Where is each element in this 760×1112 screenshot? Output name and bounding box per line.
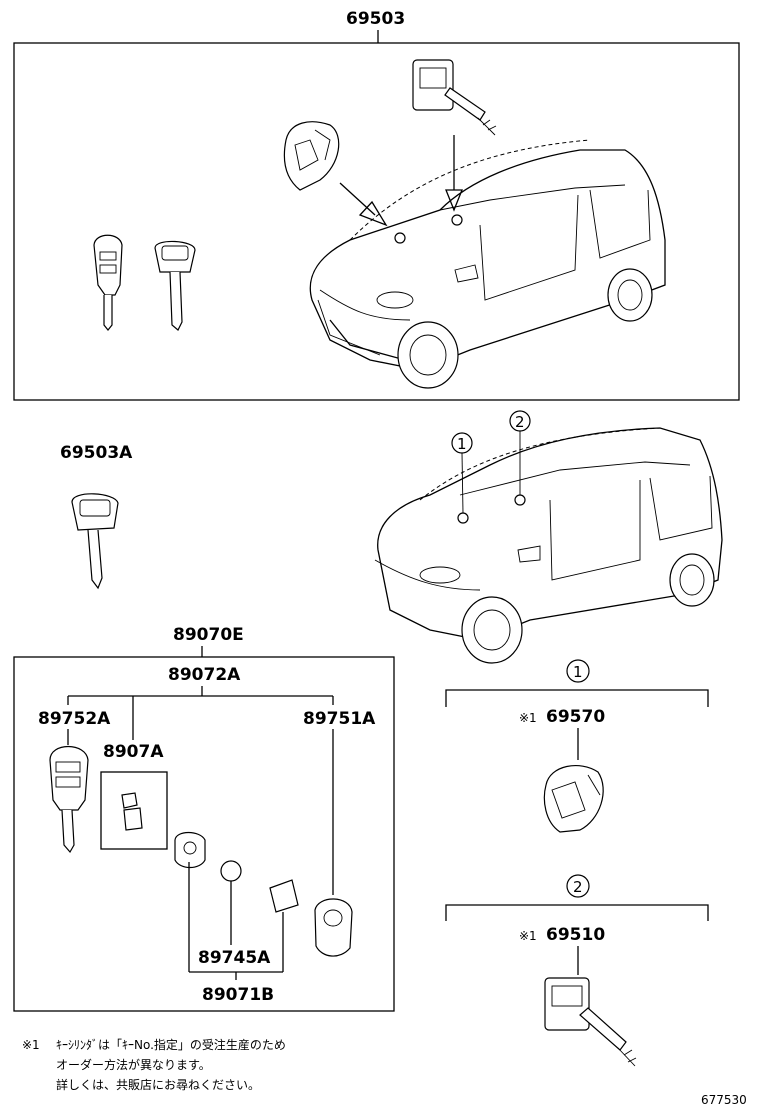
circle-marker-1-legend xyxy=(566,659,590,683)
cover-icon xyxy=(269,879,299,913)
label-89071B[interactable]: 89071B xyxy=(202,985,274,1005)
assembly-box-89070E xyxy=(13,656,395,1012)
svg-text:※1: ※1 xyxy=(22,1038,40,1052)
label-89752A[interactable]: 89752A xyxy=(38,709,111,729)
label-89751A[interactable]: 89751A xyxy=(303,709,376,729)
svg-text:2: 2 xyxy=(515,413,525,431)
footnote: ※1 ｷｰｼﾘﾝﾀﾞは「ｷｰNo.指定」の受注生産のため オーダー方法が異なりま… xyxy=(22,1037,286,1092)
svg-text:1: 1 xyxy=(573,663,583,681)
door-lock-cylinder-icon xyxy=(543,764,604,833)
label-69570[interactable]: 69570 xyxy=(546,707,605,727)
label-89745A[interactable]: 89745A xyxy=(198,948,271,968)
svg-text:オーダー方法が異なります。: オーダー方法が異なります。 xyxy=(56,1057,211,1072)
svg-text:2: 2 xyxy=(573,878,583,896)
label-89070E[interactable]: 89070E xyxy=(173,625,244,645)
label-69503A[interactable]: 69503A xyxy=(60,443,133,463)
label-69510[interactable]: 69510 xyxy=(546,925,605,945)
svg-text:1: 1 xyxy=(457,435,467,453)
glove-box-cylinder-icon xyxy=(544,977,637,1067)
key-insert-box xyxy=(100,771,168,850)
spare-key-icon xyxy=(71,493,119,590)
drawing-code: 677530 xyxy=(701,1093,747,1107)
key-insert-icon xyxy=(121,792,143,831)
svg-text:詳しくは、共販店にお尋ねください。: 詳しくは、共販店にお尋ねください。 xyxy=(56,1077,260,1092)
svg-text:※1: ※1 xyxy=(519,711,537,725)
car-illustration-top xyxy=(309,139,666,389)
transmitter-fob-icon xyxy=(314,898,353,957)
label-8907A[interactable]: 8907A xyxy=(103,742,164,762)
battery-icon xyxy=(220,860,242,882)
remote-key-icon xyxy=(93,234,123,331)
label-69503[interactable]: 69503 xyxy=(346,9,405,29)
assembly-box-69503 xyxy=(13,42,740,401)
svg-text:ｷｰｼﾘﾝﾀﾞは「ｷｰNo.指定」の受注生産のため: ｷｰｼﾘﾝﾀﾞは「ｷｰNo.指定」の受注生産のため xyxy=(56,1037,286,1052)
key-icon xyxy=(154,240,196,331)
svg-text:※1: ※1 xyxy=(519,929,537,943)
label-89072A[interactable]: 89072A xyxy=(168,665,241,685)
circle-marker-2-legend xyxy=(566,874,590,898)
ignition-cylinder-icon xyxy=(283,121,340,191)
transmitter-key-icon xyxy=(49,746,89,854)
car-illustration-middle xyxy=(374,427,723,664)
case-icon xyxy=(174,831,206,869)
door-cylinder-icon-top xyxy=(412,59,497,136)
